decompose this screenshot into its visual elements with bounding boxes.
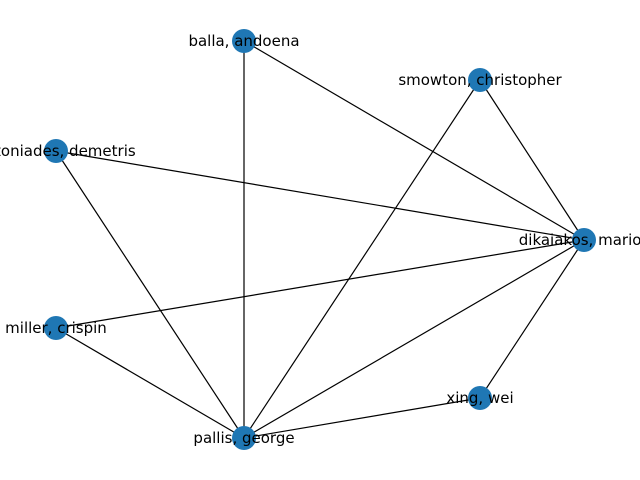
node-label-pallis: pallis, george [193, 429, 294, 447]
node-label-miller: miller, crispin [5, 319, 107, 337]
edge-smowton-pallis [243, 79, 481, 439]
edge-dikaiakos-pallis [243, 239, 585, 439]
node-miller [44, 316, 68, 340]
node-label-dikaiakos: dikaiakos, marios [519, 231, 640, 249]
edges-layer [55, 40, 585, 439]
node-smowton [468, 68, 492, 92]
node-label-balla: balla, andoena [188, 32, 299, 50]
edge-smowton-dikaiakos [479, 79, 585, 241]
node-label-smowton: smowton, christopher [398, 71, 562, 89]
labels-layer: balla, andoena smowton, christopher antoni… [0, 32, 640, 447]
edge-miller-pallis [55, 327, 245, 439]
node-label-antoniades: antoniades, demetris [0, 142, 136, 160]
edge-dikaiakos-miller [55, 239, 585, 329]
nodes-layer [44, 29, 596, 450]
node-pallis [232, 426, 256, 450]
node-dikaiakos [572, 228, 596, 252]
node-label-xing: xing, wei [446, 389, 513, 407]
edge-antoniades-pallis [55, 150, 245, 439]
node-antoniades [44, 139, 68, 163]
edge-xing-pallis [243, 397, 481, 439]
edge-dikaiakos-xing [479, 239, 585, 399]
edge-balla-dikaiakos [243, 40, 585, 241]
edge-antoniades-dikaiakos [55, 150, 585, 241]
node-balla [232, 29, 256, 53]
node-xing [468, 386, 492, 410]
